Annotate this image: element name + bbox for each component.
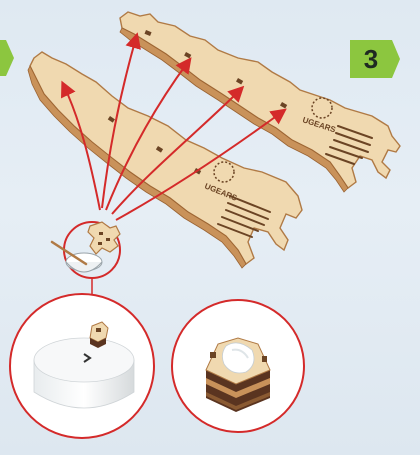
zoom-detail-right [172, 300, 304, 432]
small-detail-group [52, 222, 120, 278]
zoom-detail-left [10, 294, 154, 438]
